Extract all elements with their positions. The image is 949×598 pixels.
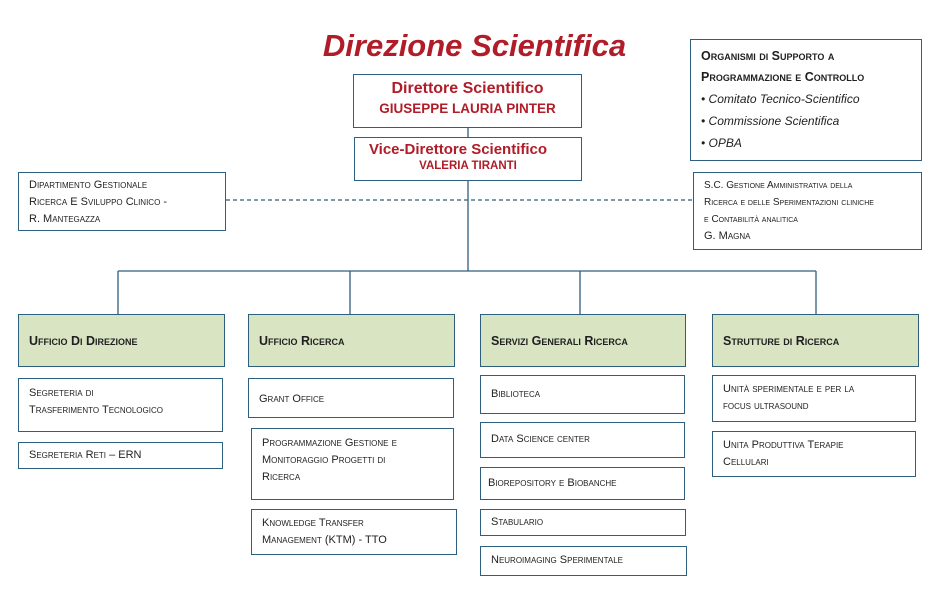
- left-department-box: Dipartimento Gestionale Ricerca E Svilup…: [18, 172, 226, 231]
- unit-label: Unita Produttiva Terapie: [723, 439, 844, 451]
- support-bodies-heading-2: Programmazione e Controllo: [701, 70, 865, 84]
- column-header-ufficio-ricerca: Ufficio Ricerca: [248, 314, 455, 367]
- unit-label: Neuroimaging Sperimentale: [491, 554, 623, 566]
- column-header-strutture-ricerca: Strutture di Ricerca: [712, 314, 919, 367]
- support-item: • Commissione Scientifica: [701, 114, 840, 128]
- left-dept-line: Ricerca E Sviluppo Clinico -: [29, 196, 168, 208]
- column-header-servizi-generali: Servizi Generali Ricerca: [480, 314, 686, 367]
- support-bodies-box: Organismi di Supporto a Programmazione e…: [690, 39, 922, 161]
- left-dept-line: R. Mantegazza: [29, 213, 101, 225]
- vice-director-role: Vice-Direttore Scientifico: [368, 141, 548, 158]
- support-bodies-heading-1: Organismi di Supporto a: [701, 49, 835, 63]
- unit-box: Segreteria Reti – ERN: [18, 442, 223, 469]
- unit-box: Unità sperimentale e per la focus ultras…: [712, 375, 916, 422]
- vice-director-name: VALERIA TIRANTI: [419, 160, 517, 172]
- unit-label: Segreteria Reti – ERN: [29, 449, 142, 461]
- director-name: GIUSEPPE LAURIA PINTER: [379, 101, 556, 116]
- unit-box: Biblioteca: [480, 375, 685, 414]
- unit-label: Biblioteca: [491, 388, 541, 400]
- vice-director-box: Vice-Direttore Scientifico VALERIA TIRAN…: [354, 137, 582, 181]
- unit-label: Cellulari: [723, 456, 769, 468]
- unit-box: Grant Office: [248, 378, 454, 418]
- right-dept-line: e Contabilità analitica: [704, 214, 798, 225]
- director-box: Direttore Scientifico GIUSEPPE LAURIA PI…: [353, 74, 582, 128]
- right-dept-line: Ricerca e delle Sperimentazioni cliniche: [704, 197, 874, 208]
- unit-label: Segreteria di: [29, 387, 94, 399]
- unit-label: focus ultrasound: [723, 400, 809, 412]
- unit-box: Data Science center: [480, 422, 685, 458]
- unit-box: Unita Produttiva Terapie Cellulari: [712, 431, 916, 477]
- director-role: Direttore Scientifico: [391, 80, 544, 97]
- unit-box: Segreteria di Trasferimento Tecnologico: [18, 378, 223, 432]
- unit-label: Trasferimento Tecnologico: [29, 404, 163, 416]
- page-title: Direzione Scientifica: [322, 28, 627, 63]
- unit-label: Data Science center: [491, 433, 590, 445]
- unit-box: Programmazione Gestione e Monitoraggio P…: [251, 428, 454, 500]
- right-department-box: S.C. Gestione Amministrativa della Ricer…: [693, 172, 922, 250]
- unit-label: Programmazione Gestione e: [262, 437, 397, 449]
- unit-label: Stabulario: [491, 516, 544, 528]
- unit-label: Monitoraggio Progetti di: [262, 454, 386, 466]
- unit-box: Neuroimaging Sperimentale: [480, 546, 687, 576]
- right-dept-line: S.C. Gestione Amministrativa della: [704, 180, 853, 191]
- unit-label: Management (KTM) - TTO: [262, 534, 387, 546]
- column-header-ufficio-direzione: Ufficio Di Direzione: [18, 314, 225, 367]
- right-dept-line: G. Magna: [704, 230, 751, 242]
- support-item: • OPBA: [701, 136, 742, 150]
- unit-label: Biorepository e Biobanche: [488, 477, 617, 489]
- unit-box: Knowledge Transfer Management (KTM) - TT…: [251, 509, 457, 555]
- unit-box: Biorepository e Biobanche: [480, 467, 685, 500]
- unit-label: Ricerca: [262, 471, 301, 483]
- support-item: • Comitato Tecnico-Scientifico: [701, 92, 860, 106]
- unit-label: Unità sperimentale e per la: [723, 383, 855, 395]
- unit-label: Grant Office: [259, 393, 325, 405]
- unit-box: Stabulario: [480, 509, 686, 536]
- unit-label: Knowledge Transfer: [262, 517, 364, 529]
- left-dept-line: Dipartimento Gestionale: [29, 179, 148, 191]
